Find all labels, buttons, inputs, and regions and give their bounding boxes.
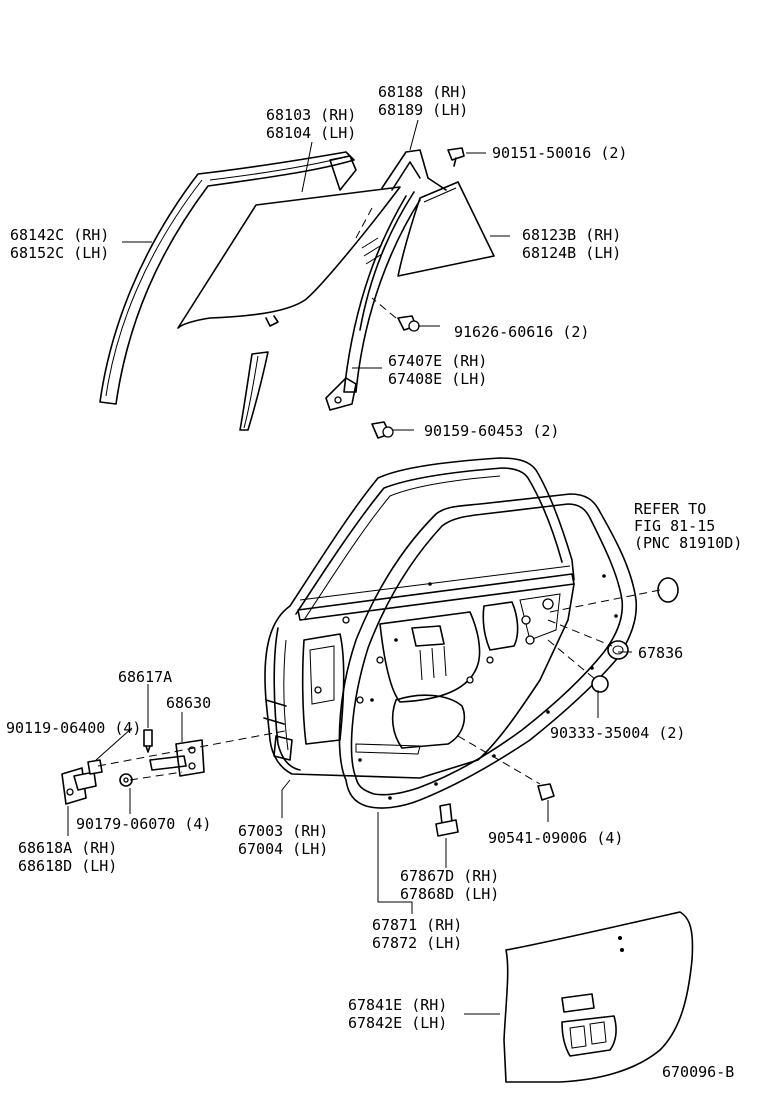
nut-90179-part[interactable] [119,773,133,787]
label-67872: 67872 (LH) [372,934,462,952]
label-68618d: 68618D (LH) [18,857,117,875]
label-refer-3: (PNC 81910D) [634,534,742,552]
door-check-68630-part[interactable] [149,739,205,777]
door-trim-board-part[interactable] [503,911,694,1083]
hinge-68618a-part[interactable] [61,767,97,805]
door-glass-part[interactable] [177,186,401,329]
label-68188: 68188 (RH) [378,83,468,101]
label-67004: 67004 (LH) [238,840,328,858]
part-labels: 68188 (RH) 68189 (LH) 68103 (RH) 68104 (… [6,83,742,1081]
rear-door-panel-part[interactable] [263,457,575,779]
figure-code: 670096-B [662,1063,734,1081]
label-67408e: 67408E (LH) [388,370,487,388]
label-90333: 90333-35004 (2) [550,724,685,742]
label-90541: 90541-09006 (4) [488,829,623,847]
plug-90333-part[interactable] [591,675,609,693]
dashed-lines [97,207,661,785]
label-68189: 68189 (LH) [378,101,468,119]
glass-guide-strip-part[interactable] [239,351,269,431]
screw-90151-part[interactable] [447,147,465,167]
pin-68617a-part[interactable] [143,729,153,753]
hole-cover-67836-part[interactable] [607,640,629,660]
quarter-window-glass-part[interactable] [397,181,495,277]
bolt-90159-part[interactable] [371,421,394,439]
label-67868d: 67868D (LH) [400,885,499,903]
label-refer-1: REFER TO [634,500,706,518]
label-90179: 90179-06070 (4) [76,815,211,833]
label-68103: 68103 (RH) [266,106,356,124]
cap-refer-part[interactable] [657,577,679,603]
label-90151: 90151-50016 (2) [492,144,627,162]
label-refer-2: FIG 81-15 [634,517,715,535]
label-68124b: 68124B (LH) [522,244,621,262]
label-67836: 67836 [638,644,683,662]
label-68123b: 68123B (RH) [522,226,621,244]
label-68142c: 68142C (RH) [10,226,109,244]
label-67867d: 67867D (RH) [400,867,499,885]
label-90119: 90119-06400 (4) [6,719,141,737]
label-67407e: 67407E (RH) [388,352,487,370]
bolt-91626-part[interactable] [397,315,420,332]
label-67841e: 67841E (RH) [348,996,447,1014]
bolt-90119-part[interactable] [87,759,103,775]
label-68152c: 68152C (LH) [10,244,109,262]
clip-90541-part[interactable] [537,783,555,801]
division-bar-frame-part[interactable] [343,149,447,393]
clip-67867d-part[interactable] [435,803,459,837]
label-68630: 68630 [166,694,211,712]
label-68618a: 68618A (RH) [18,839,117,857]
label-67003: 67003 (RH) [238,822,328,840]
label-68104: 68104 (LH) [266,124,356,142]
glass-run-channel-part[interactable] [99,151,357,405]
label-67842e: 67842E (LH) [348,1014,447,1032]
rear-lower-frame-part[interactable] [325,377,357,411]
label-91626: 91626-60616 (2) [454,323,589,341]
leader-lines [67,119,632,1015]
label-67871: 67871 (RH) [372,916,462,934]
label-68617a: 68617A [118,668,172,686]
door-weatherstrip-part[interactable] [338,493,638,809]
label-90159: 90159-60453 (2) [424,422,559,440]
